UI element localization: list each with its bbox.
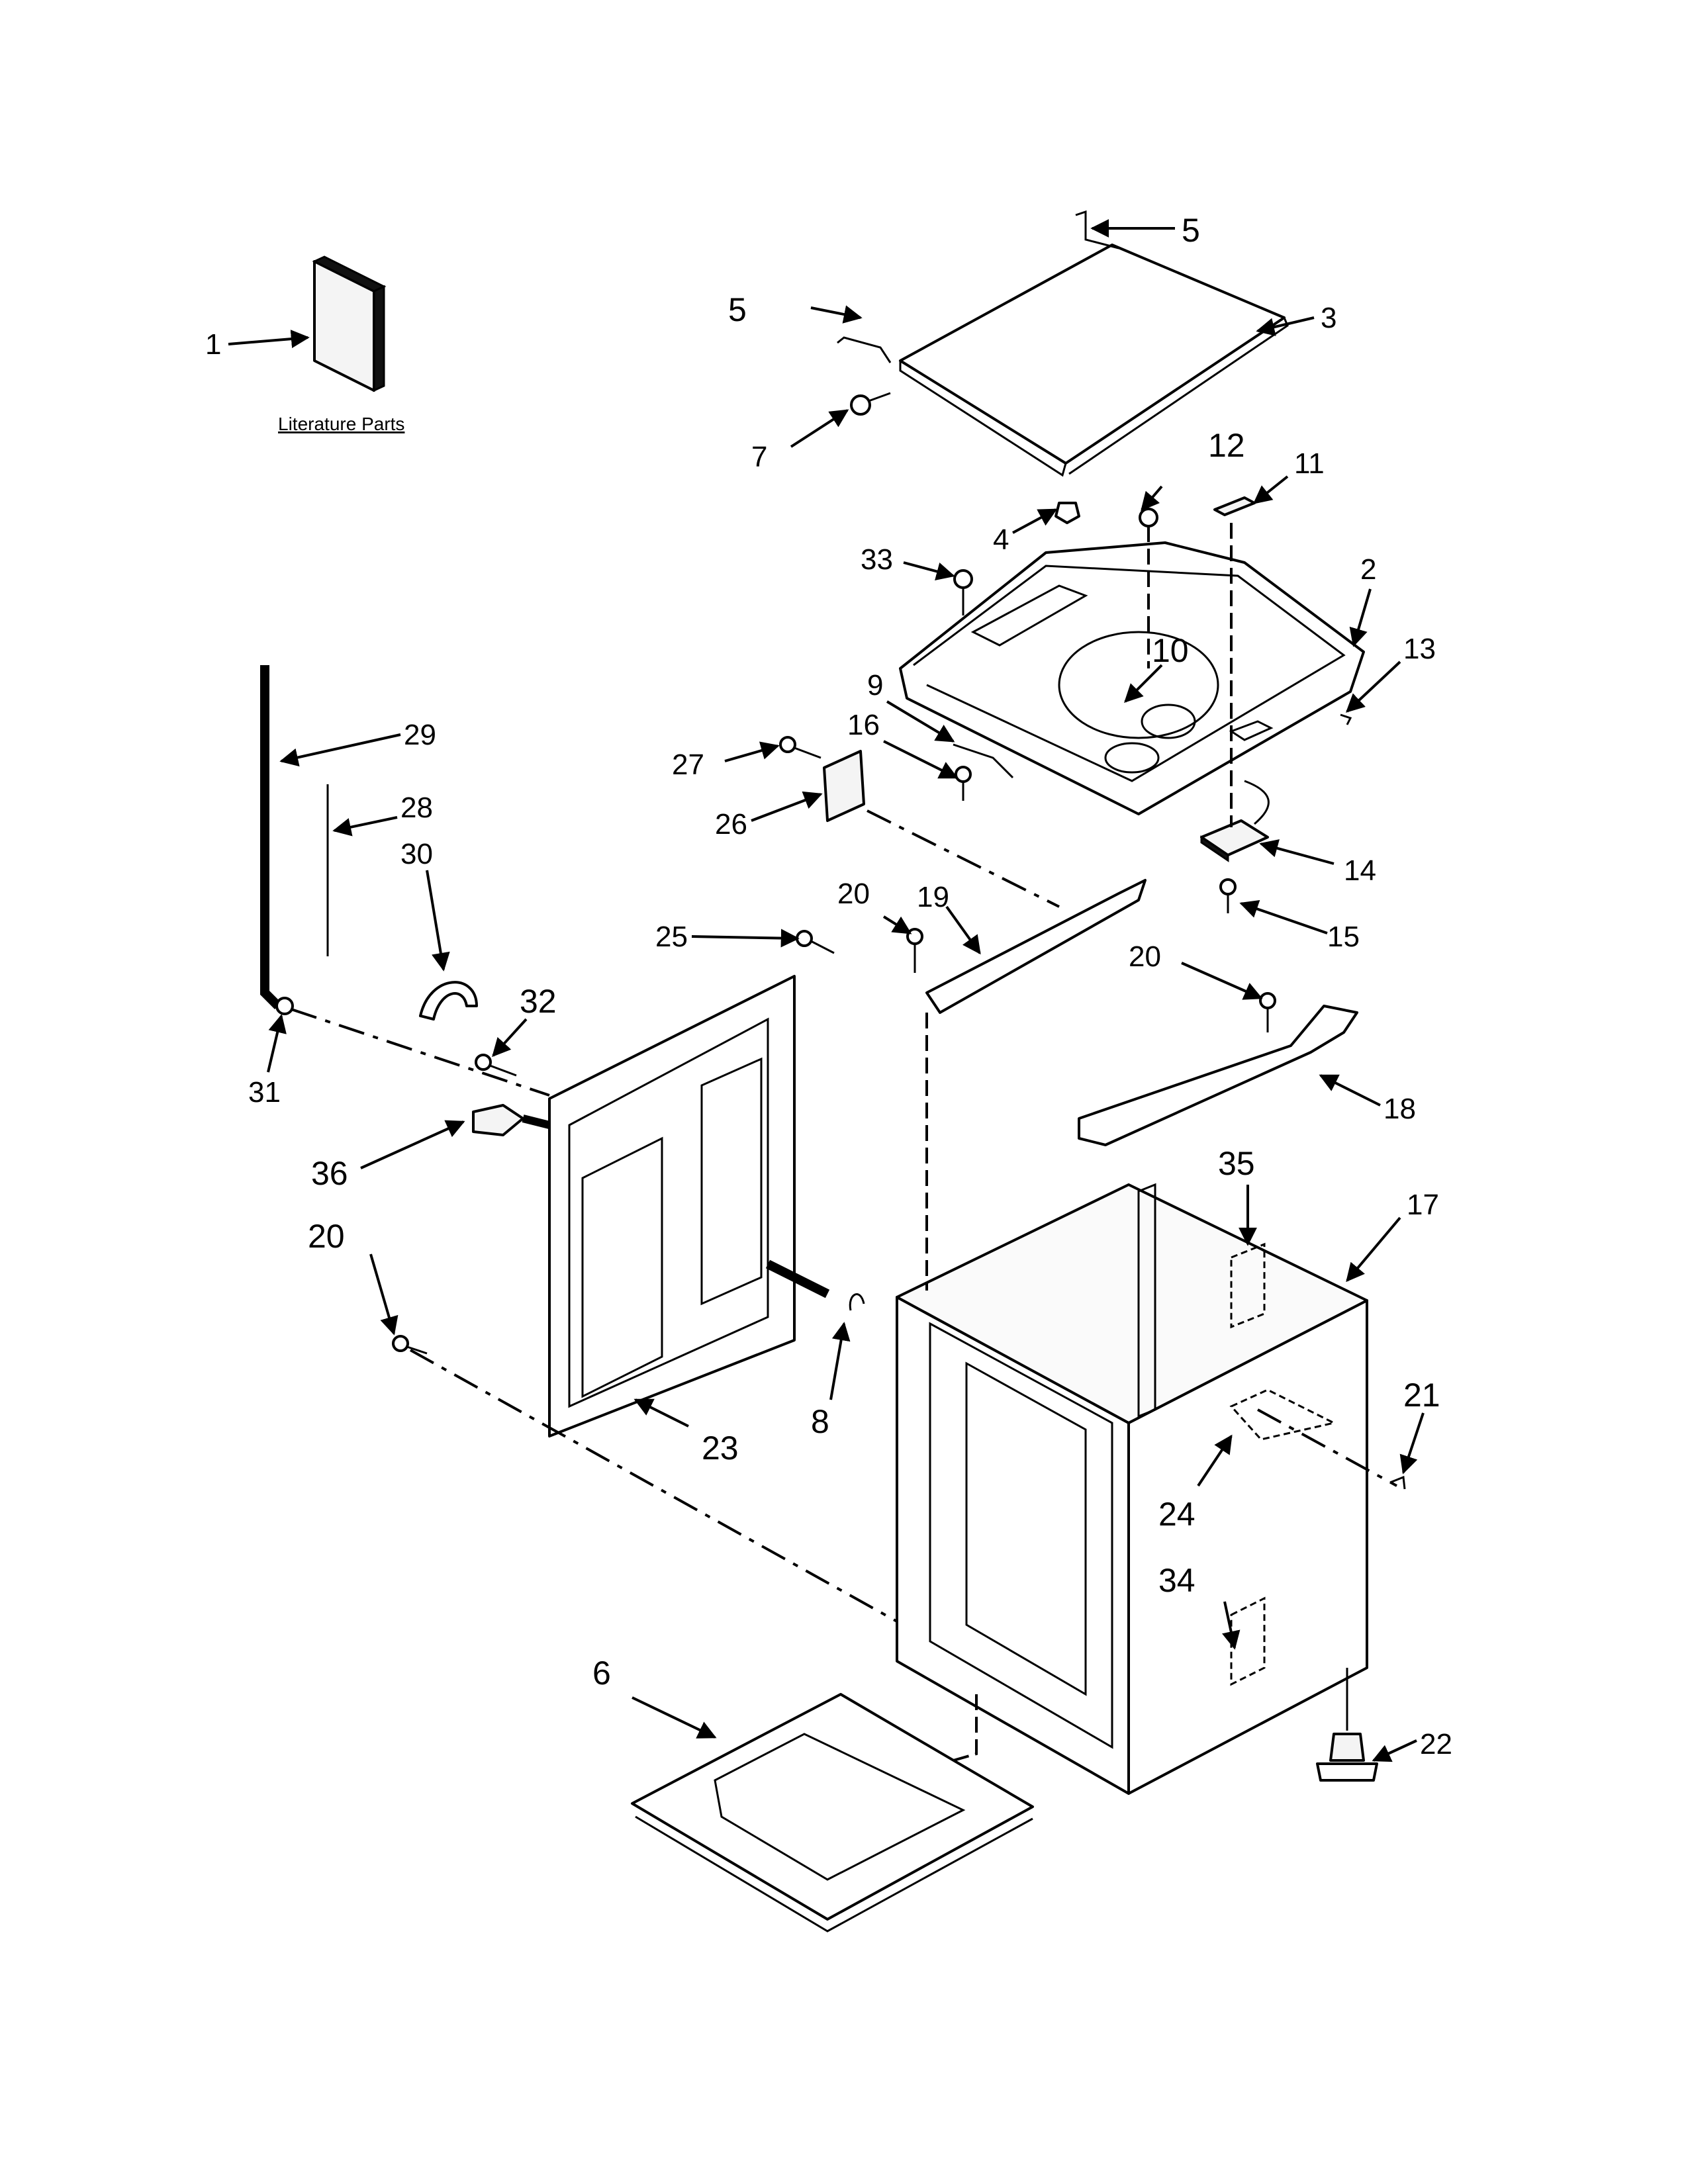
callout-10: 10 <box>1152 632 1189 669</box>
callout-13: 13 <box>1403 633 1436 665</box>
callout-4: 4 <box>993 523 1009 556</box>
screw-32 <box>475 1054 517 1077</box>
lid-screw <box>850 392 891 416</box>
rear-panel <box>548 975 796 1437</box>
hose-bracket <box>823 750 865 822</box>
callout-26: 26 <box>715 808 747 841</box>
screw-25 <box>796 930 835 954</box>
callout-35: 35 <box>1218 1145 1255 1182</box>
callout-6: 6 <box>592 1655 611 1692</box>
front-top-bracket <box>925 879 1147 1014</box>
callout-29: 29 <box>404 719 436 751</box>
callout-17: 17 <box>1407 1189 1439 1221</box>
literature-booklet <box>312 255 387 392</box>
hinge-left <box>837 336 892 363</box>
leveling-leg <box>1316 1668 1378 1782</box>
bracket-screw <box>955 766 972 801</box>
leader-arrows <box>228 219 1425 1762</box>
top-panel-screw <box>953 569 973 615</box>
callout-20-left: 20 <box>308 1218 345 1255</box>
callout-24: 24 <box>1158 1496 1196 1533</box>
assembly-line-panel <box>410 1349 898 1623</box>
callout-27: 27 <box>672 749 704 781</box>
callout-2: 2 <box>1360 553 1376 586</box>
callout-18: 18 <box>1383 1093 1416 1125</box>
hose-bracket-screw <box>779 736 821 759</box>
callout-20-right: 20 <box>1129 940 1161 973</box>
assembly-line-base <box>953 1694 978 1762</box>
drain-outlet-hose <box>765 1259 830 1298</box>
hinge-bracket <box>953 743 1014 779</box>
hose-clamp-8 <box>849 1293 865 1311</box>
callout-19: 19 <box>917 881 949 913</box>
callout-15: 15 <box>1327 921 1360 953</box>
hinge-top <box>1075 210 1119 250</box>
screw-20-top <box>906 928 923 973</box>
callout-7: 7 <box>751 441 767 473</box>
wiring-diagram-label <box>1230 1242 1266 1329</box>
drain-hose <box>260 665 281 1009</box>
callout-16: 16 <box>847 709 880 741</box>
callout-36: 36 <box>311 1155 348 1192</box>
callout-22: 22 <box>1420 1728 1452 1760</box>
lid-switch-screw <box>1219 878 1237 913</box>
callout-28: 28 <box>400 792 433 824</box>
callout-5-top: 5 <box>1182 212 1200 249</box>
callout-8: 8 <box>811 1403 829 1440</box>
lid-switch <box>1200 780 1270 862</box>
callout-labels: 1 2 3 4 5 5 6 7 8 9 10 11 12 13 14 15 16… <box>205 212 1452 1760</box>
cabinet-clip <box>1389 1475 1406 1490</box>
assembly-line-bracket <box>867 809 1060 908</box>
hose-clamp <box>275 997 294 1015</box>
callout-23: 23 <box>702 1430 739 1467</box>
screw-20-right <box>1259 992 1276 1032</box>
callout-34: 34 <box>1158 1562 1196 1599</box>
callout-32: 32 <box>520 983 557 1020</box>
top-panel-clip <box>1340 713 1352 725</box>
assembly-line-clip <box>1257 1408 1397 1487</box>
inlet-valve <box>472 1104 551 1136</box>
callout-21: 21 <box>1403 1377 1440 1414</box>
rear-top-bracket <box>1078 1005 1358 1146</box>
callout-31: 31 <box>248 1076 281 1109</box>
callout-14: 14 <box>1344 854 1376 887</box>
callout-3: 3 <box>1321 302 1336 334</box>
top-panel <box>899 541 1365 815</box>
lid-bumper <box>1055 502 1080 524</box>
callout-30: 30 <box>400 838 433 870</box>
callout-25: 25 <box>655 921 688 953</box>
callout-11: 11 <box>1294 447 1325 480</box>
serial-label <box>1229 1388 1337 1441</box>
callout-9: 9 <box>867 669 883 702</box>
base-pad <box>631 1693 1034 1933</box>
callout-12: 12 <box>1208 427 1245 464</box>
lid <box>899 244 1289 477</box>
cabinet <box>896 1183 1368 1795</box>
lid-switch-actuator <box>1213 496 1256 516</box>
screw-20-left <box>392 1335 428 1355</box>
callout-5-left: 5 <box>728 291 747 328</box>
assembly-line-hose <box>291 1008 550 1097</box>
callout-33: 33 <box>861 543 893 576</box>
energy-label <box>1230 1596 1266 1686</box>
literature-parts-caption: Literature Parts <box>278 414 404 434</box>
callout-1: 1 <box>205 328 221 361</box>
callout-20-top: 20 <box>837 878 870 910</box>
lid-switch-grommet <box>1139 508 1158 527</box>
hose-guide <box>419 981 478 1021</box>
